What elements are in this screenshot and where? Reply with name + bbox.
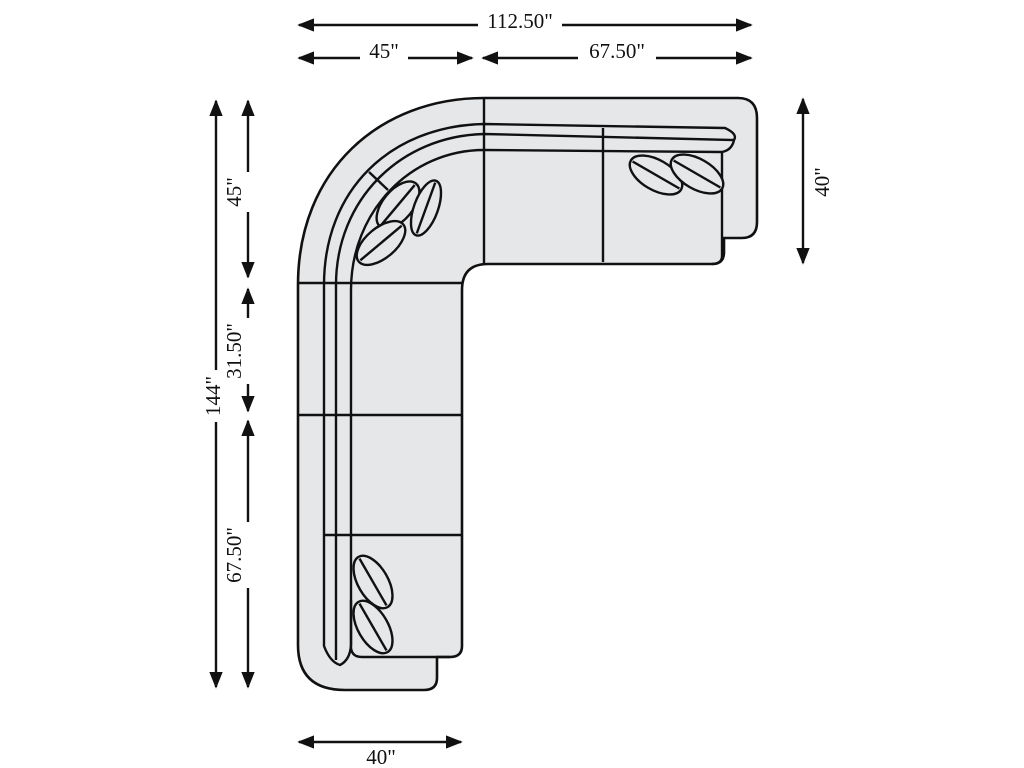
dim-corner-width: 45" (369, 39, 399, 63)
dim-right-depth: 40" (810, 167, 834, 197)
dim-bottom-depth: 40" (366, 745, 396, 768)
pillow (352, 554, 394, 610)
sofa-outline (296, 96, 759, 692)
pillow (669, 153, 725, 195)
pillow (628, 154, 684, 196)
pillows (352, 153, 725, 655)
pillow (352, 599, 394, 655)
dim-total-length: 144" (201, 376, 225, 416)
dim-right-section-width: 67.50" (589, 39, 645, 63)
seat-lines (298, 98, 724, 659)
dim-total-width: 112.50" (487, 9, 553, 33)
dim-middle-length: 31.50" (222, 323, 246, 379)
pillow (409, 179, 443, 237)
pillow (355, 219, 407, 267)
dim-corner-length: 45" (222, 177, 246, 207)
dim-bottom-length: 67.50" (222, 527, 246, 583)
